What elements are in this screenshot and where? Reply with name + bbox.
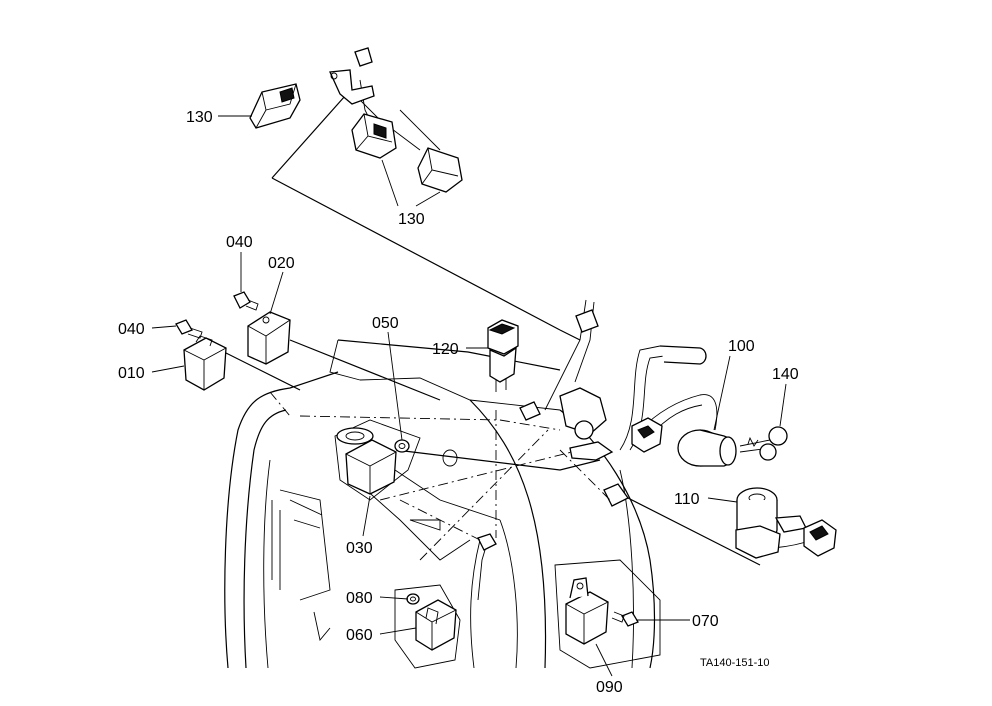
callout-130-left: 130 [186,109,213,126]
relay-bracket-130 [329,47,375,105]
callout-060: 060 [346,627,373,644]
callout-110: 110 [674,491,700,508]
callout-040-upper: 040 [226,234,253,251]
callout-020: 020 [268,255,295,272]
switch-110 [735,487,837,559]
bolt-040-upper [233,291,259,311]
bolt-070 [611,611,639,627]
wiring-harness [219,79,813,566]
callout-labels: 130 130 040 020 040 010 050 120 100 140 … [118,109,799,696]
key-switch-100 [631,417,737,467]
bolt-040-left [175,319,203,339]
callout-040-left: 040 [118,321,145,338]
relay-030 [345,439,397,495]
callout-070: 070 [692,613,719,630]
relay-130-center [351,113,397,159]
switch-120 [487,319,519,392]
nut-080 [406,593,420,605]
relay-060 [415,599,457,651]
relay-020 [247,311,291,365]
relay-010 [183,335,227,391]
callout-050: 050 [372,315,399,332]
callout-100: 100 [728,338,755,355]
relay-130-left [249,83,301,129]
relay-090 [565,577,609,645]
callout-010: 010 [118,365,145,382]
callout-030: 030 [346,540,373,557]
dashboard-panel [224,339,661,669]
key-140 [739,426,788,461]
leader-lines [151,115,787,677]
figure-code: TA140-151-10 [700,657,770,669]
callout-080: 080 [346,590,373,607]
nut-050 [394,439,410,453]
relay-130-right [417,147,463,193]
callout-140: 140 [772,366,799,383]
callout-090: 090 [596,679,623,696]
callout-130-bottom: 130 [398,211,425,228]
starter-switch-assembly [519,309,707,461]
callout-120: 120 [432,341,459,358]
